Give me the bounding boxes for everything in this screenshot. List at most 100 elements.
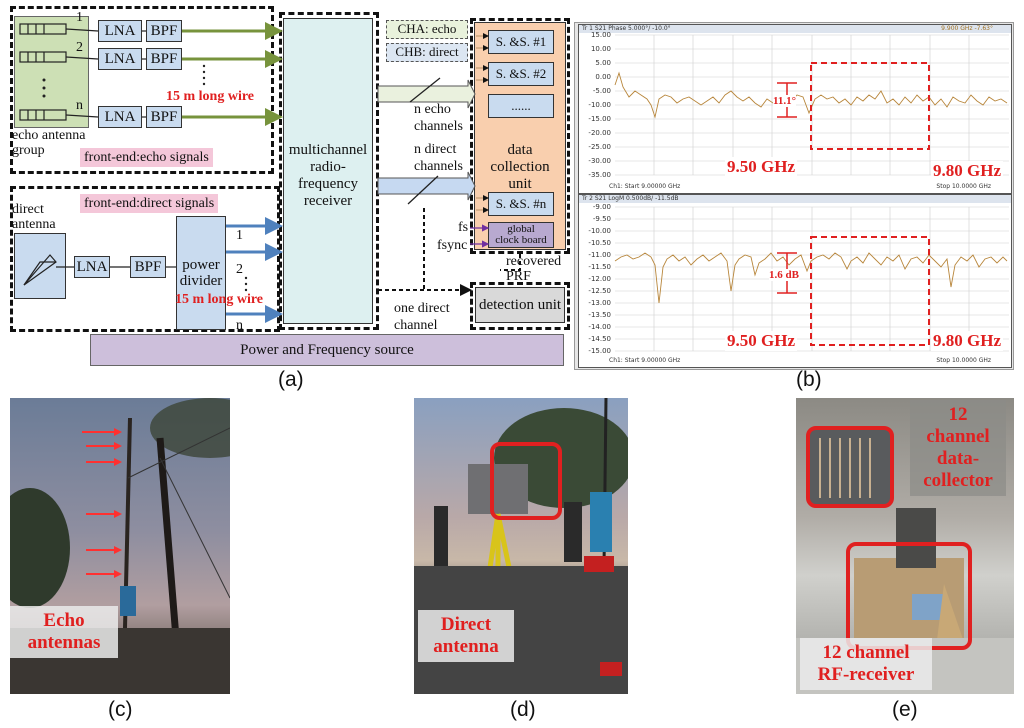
top-freq-right: 9.80 GHz [931,161,1003,181]
divider-output-1: 1 [236,228,243,243]
bottom-footer-left: Ch1: Start 9.00000 GHz [609,357,681,364]
top-ytick: -20.00 [588,129,611,137]
echo-antenna-group-bg [14,16,89,128]
wire-label-top: 15 m long wire [166,89,255,104]
echo-channel-n: n [76,98,83,113]
divider-output-n: n [236,318,243,333]
bottom-ytick: -10.00 [588,227,611,235]
top-header: Tr 1 S21 Phase 5.000°/ -10.0° [579,25,1011,33]
cha-label: CHA: echo [386,20,468,39]
ss-box-1: S. &S. #1 [488,30,554,54]
global-clock-board: global clock board [488,222,554,248]
echo-antenna-group-label: echo antenna group [12,128,86,158]
caption-e: (e) [892,698,918,721]
bottom-ytick: -9.00 [592,203,611,211]
power-divider: power divider [176,216,226,330]
echo-antenna-icons [19,23,146,121]
lna-echo-2: LNA [98,48,142,70]
photo-e-bottom-label: 12 channel RF-receiver [800,638,932,690]
echo-channel-2: 2 [76,40,83,55]
top-footer-right: Stop 10.0000 GHz [936,183,991,190]
bottom-ytick: -14.00 [588,323,611,331]
chb-label: CHB: direct [386,43,468,62]
top-ytick: -10.00 [588,101,611,109]
bpf-echo-n: BPF [146,106,182,128]
photo-direct-antenna: Direct antenna [414,398,628,694]
n-echo-channels: n echo channels [414,102,463,134]
bottom-ytick: -12.50 [588,287,611,295]
analyzer-bottom-screen: Tr 2 S21 LogM 0.500dB/ -11.5dB 1.6 dB -9… [578,194,1012,368]
photo-c-label: Echo antennas [10,606,118,658]
bottom-ytick: -11.00 [588,251,611,259]
photo-e-highlight-top [806,426,894,508]
caption-b: (b) [796,368,822,391]
bpf-echo-1: BPF [146,20,182,42]
lna-echo-n: LNA [98,106,142,128]
bottom-ytick: -13.00 [588,299,611,307]
top-ytick: -5.00 [592,87,611,95]
detection-unit: detection unit [475,287,565,323]
lna-echo-1: LNA [98,20,142,42]
bottom-footer-right: Stop 10.0000 GHz [936,357,991,364]
top-ytick: -25.00 [588,143,611,151]
diagram-connectors [19,22,521,323]
collector-group [470,18,570,254]
top-freq-left: 9.50 GHz [725,157,797,177]
fsync-label: fsync [437,238,468,253]
top-ytick: 5.00 [595,59,611,67]
top-footer-left: Ch1: Start 9.00000 GHz [609,183,681,190]
photo-equipment: 12 channel data- collector 12 channel RF… [796,398,1014,694]
photo-e-top-label: 12 channel data- collector [910,400,1006,496]
wire-label-bottom: 15 m long wire [175,292,264,307]
echo-channel-1: 1 [76,10,83,25]
bottom-header: Tr 2 S21 LogM 0.500dB/ -11.5dB [579,195,1011,203]
bpf-echo-2: BPF [146,48,182,70]
top-ytick: -15.00 [588,115,611,123]
fs-label: fs [458,220,469,235]
bottom-ytick: -12.00 [588,275,611,283]
top-ytick: 0.00 [595,73,611,81]
collector-label: data collection unit [490,142,550,192]
bpf-direct: BPF [130,256,166,278]
photo-e-highlight-bottom [846,542,972,650]
divider-output-2: 2 [236,262,243,277]
bottom-freq-left: 9.50 GHz [725,331,797,351]
top-ytick: -30.00 [588,157,611,165]
echo-frontend-group [10,6,274,174]
top-ytick: 15.00 [590,31,611,39]
top-ytick: 10.00 [590,45,611,53]
bottom-ytick: -15.00 [588,347,611,355]
caption-c: (c) [108,698,133,721]
detection-group [470,282,570,330]
n-direct-channels: n direct channels [414,142,463,174]
analyzer-top-screen: Tr 1 S21 Phase 5.000°/ -10.0° 9.900 GHz … [578,24,1012,194]
receiver-box [283,18,373,324]
bottom-ytick: -14.50 [588,335,611,343]
caption-d: (d) [510,698,536,721]
top-ytick: -35.00 [588,171,611,179]
power-frequency-source: Power and Frequency source [90,334,564,366]
photo-d-highlight [490,442,562,520]
direct-antenna-label: direct antenna [12,202,56,232]
receiver-group [279,12,379,330]
caption-a: (a) [278,368,304,391]
bottom-trace-svg [614,206,1009,352]
photo-d-label: Direct antenna [418,610,514,662]
top-annotation: 11.1° [773,95,797,107]
top-marker: 9.900 GHz -7.63° [941,25,993,32]
ss-box-dots: ...... [488,94,554,118]
ss-box-2: S. &S. #2 [488,62,554,86]
bottom-freq-right: 9.80 GHz [931,331,1003,351]
bottom-ytick: -9.50 [592,215,611,223]
front-end-echo-label: front-end:echo signals [80,148,213,167]
receiver-label: multichannel radio- frequency receiver [288,142,368,209]
photo-c-scene [10,398,230,694]
lna-direct: LNA [74,256,110,278]
bottom-ytick: -11.50 [588,263,611,271]
one-direct-channel: one direct channel [394,301,450,333]
front-end-direct-label: front-end:direct signals [80,194,219,213]
photo-echo-antennas: Echo antennas [10,398,230,694]
bottom-annotation: 1.6 dB [769,269,799,281]
bottom-ytick: -10.50 [588,239,611,247]
bottom-ytick: -13.50 [588,311,611,319]
